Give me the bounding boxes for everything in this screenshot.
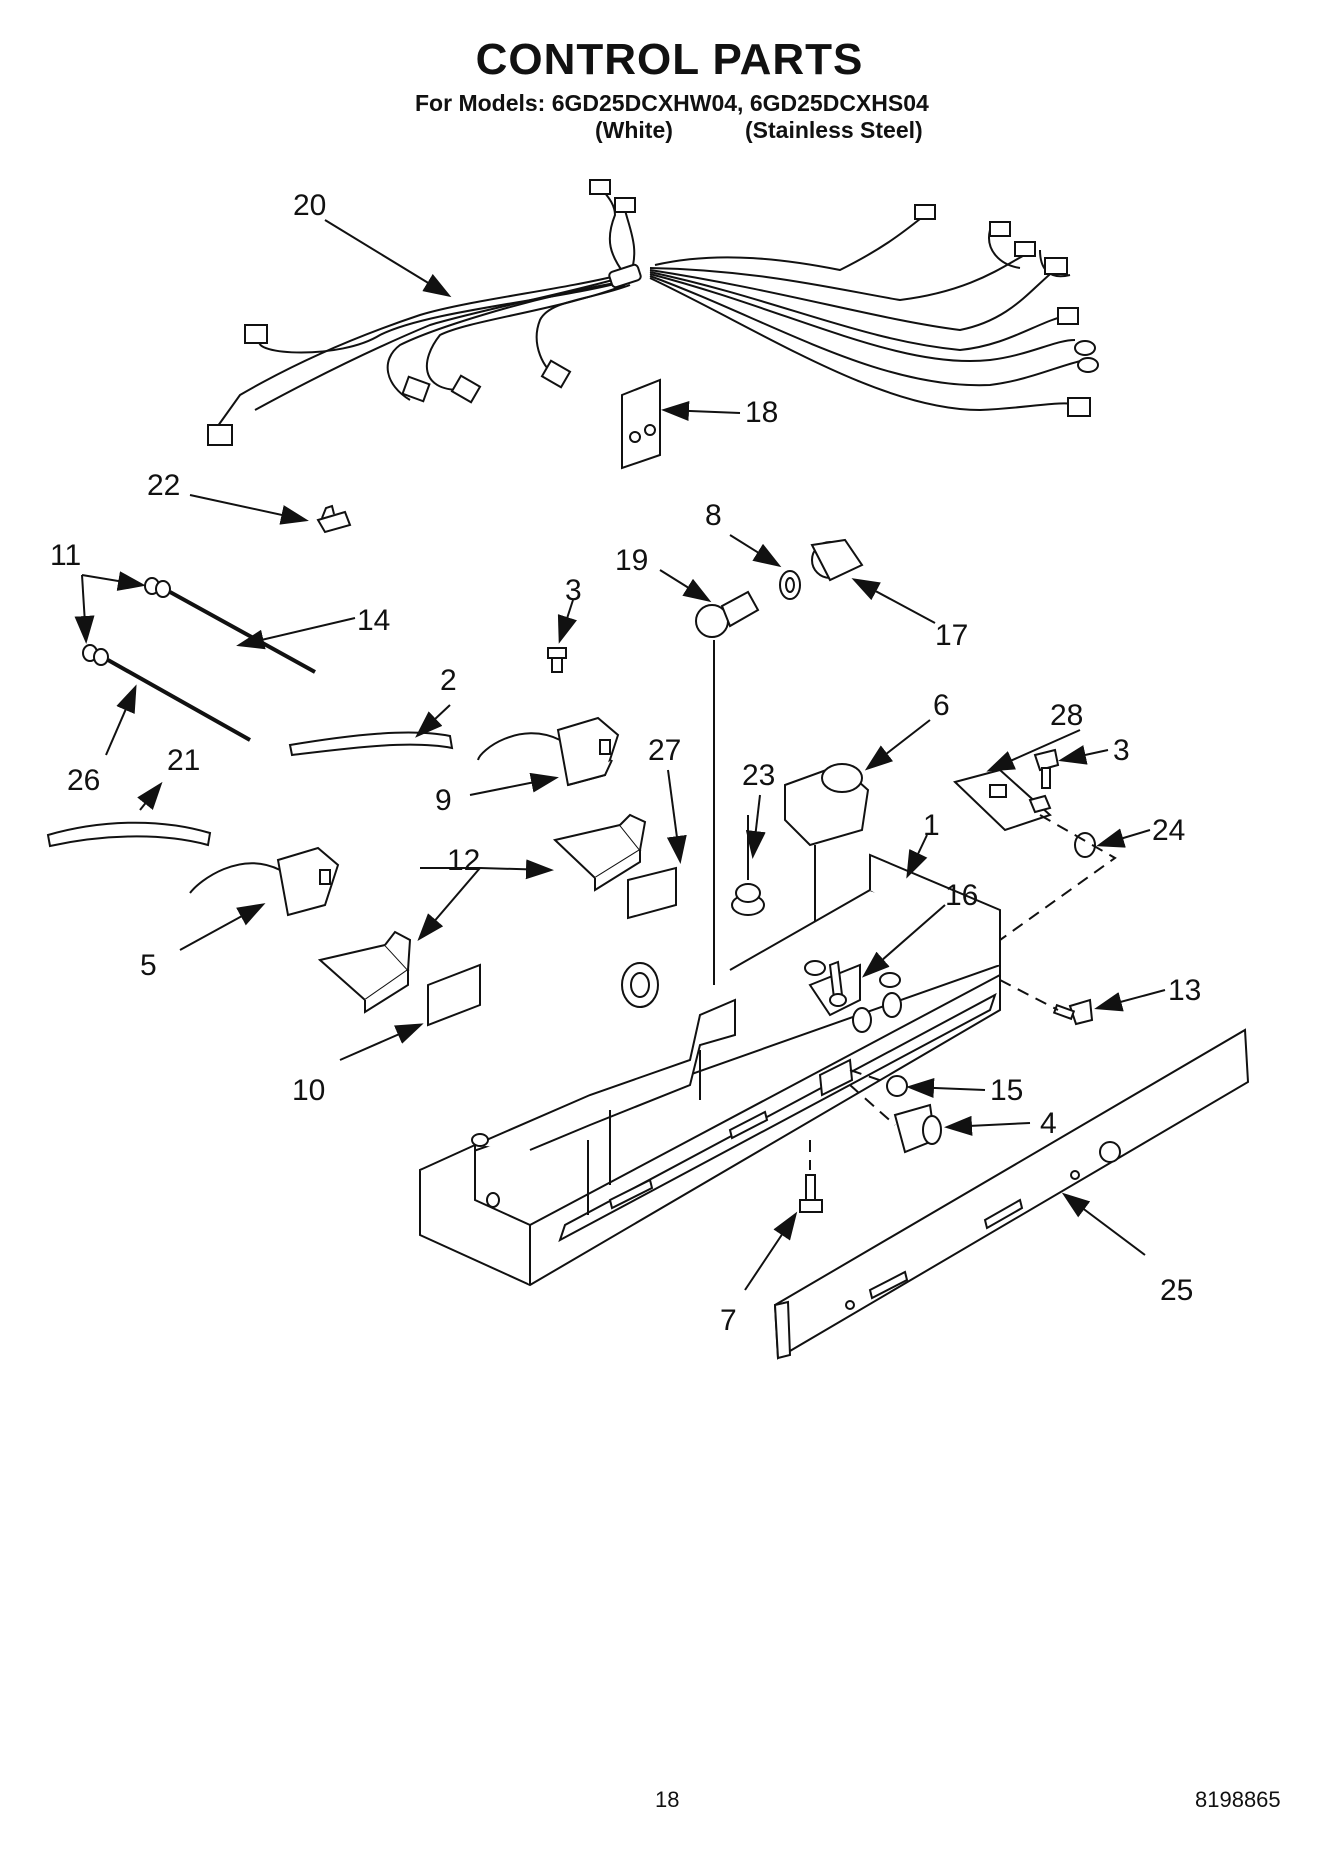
leader-lines <box>74 219 1166 1291</box>
light-bulb <box>695 590 760 985</box>
callout-3b: 3 <box>1113 734 1130 767</box>
screw-7 <box>799 1140 823 1213</box>
callout-3a: 3 <box>565 574 582 607</box>
screw-3b <box>1033 748 1060 789</box>
callout-11: 11 <box>50 539 81 572</box>
callout-9: 9 <box>435 784 452 817</box>
control-board-28 <box>953 768 1052 832</box>
callout-14: 14 <box>357 604 390 637</box>
callout-labels: 20 18 22 11 14 2 26 21 3 9 5 12 10 27 19… <box>50 189 1201 1337</box>
callout-4: 4 <box>1040 1107 1057 1140</box>
callout-28: 28 <box>1050 699 1083 732</box>
callout-8: 8 <box>705 499 722 532</box>
label-10 <box>427 963 481 1027</box>
callout-16: 16 <box>945 879 978 912</box>
control-housing <box>419 853 1001 1287</box>
control-knob <box>849 1084 942 1154</box>
variant-white: (White) <box>595 117 673 143</box>
foam-pad <box>621 378 661 470</box>
callout-12: 12 <box>447 844 480 877</box>
models-line: For Models: 6GD25DCXHW04, 6GD25DCXHS04 <box>415 90 929 116</box>
page-title: CONTROL PARTS <box>475 35 864 84</box>
callout-24: 24 <box>1152 814 1185 847</box>
capillary-tubes <box>82 577 316 742</box>
switch-9 <box>477 647 620 787</box>
callout-20: 20 <box>293 189 326 222</box>
screw-16 <box>828 960 847 1007</box>
lamp-socket <box>810 538 864 582</box>
switch-5 <box>189 846 340 917</box>
callout-23: 23 <box>742 759 775 792</box>
callout-2: 2 <box>440 664 457 697</box>
callout-22: 22 <box>147 469 180 502</box>
callout-19: 19 <box>615 544 648 577</box>
page-number: 18 <box>655 1787 680 1812</box>
variant-stainless: (Stainless Steel) <box>745 117 923 143</box>
document-number: 8198865 <box>1195 1787 1281 1812</box>
grommet-23 <box>731 815 765 916</box>
callout-7: 7 <box>720 1304 737 1337</box>
lamp-nut <box>779 570 801 600</box>
sleeve-tube-21 <box>46 821 212 848</box>
defrost-timer <box>784 763 870 960</box>
indicator-light <box>849 1069 908 1097</box>
wire-harness <box>207 179 1099 446</box>
callout-25: 25 <box>1160 1274 1193 1307</box>
callout-1: 1 <box>923 809 940 842</box>
callout-6: 6 <box>933 689 950 722</box>
switch-12a <box>552 813 647 892</box>
callout-21: 21 <box>167 744 200 777</box>
dashed-guide-24 <box>999 814 1117 941</box>
callout-17: 17 <box>935 619 968 652</box>
callout-18: 18 <box>745 396 778 429</box>
front-panel <box>773 1028 1250 1360</box>
callout-10: 10 <box>292 1074 325 1107</box>
callout-5: 5 <box>140 949 157 982</box>
wire-clip <box>316 504 352 534</box>
callout-26: 26 <box>67 764 100 797</box>
callout-13: 13 <box>1168 974 1201 1007</box>
switch-12b <box>317 930 412 1014</box>
screw-13 <box>999 979 1094 1026</box>
callout-27: 27 <box>648 734 681 767</box>
sleeve-tube-2 <box>288 731 454 757</box>
label-27 <box>627 866 677 920</box>
callout-15: 15 <box>990 1074 1023 1107</box>
